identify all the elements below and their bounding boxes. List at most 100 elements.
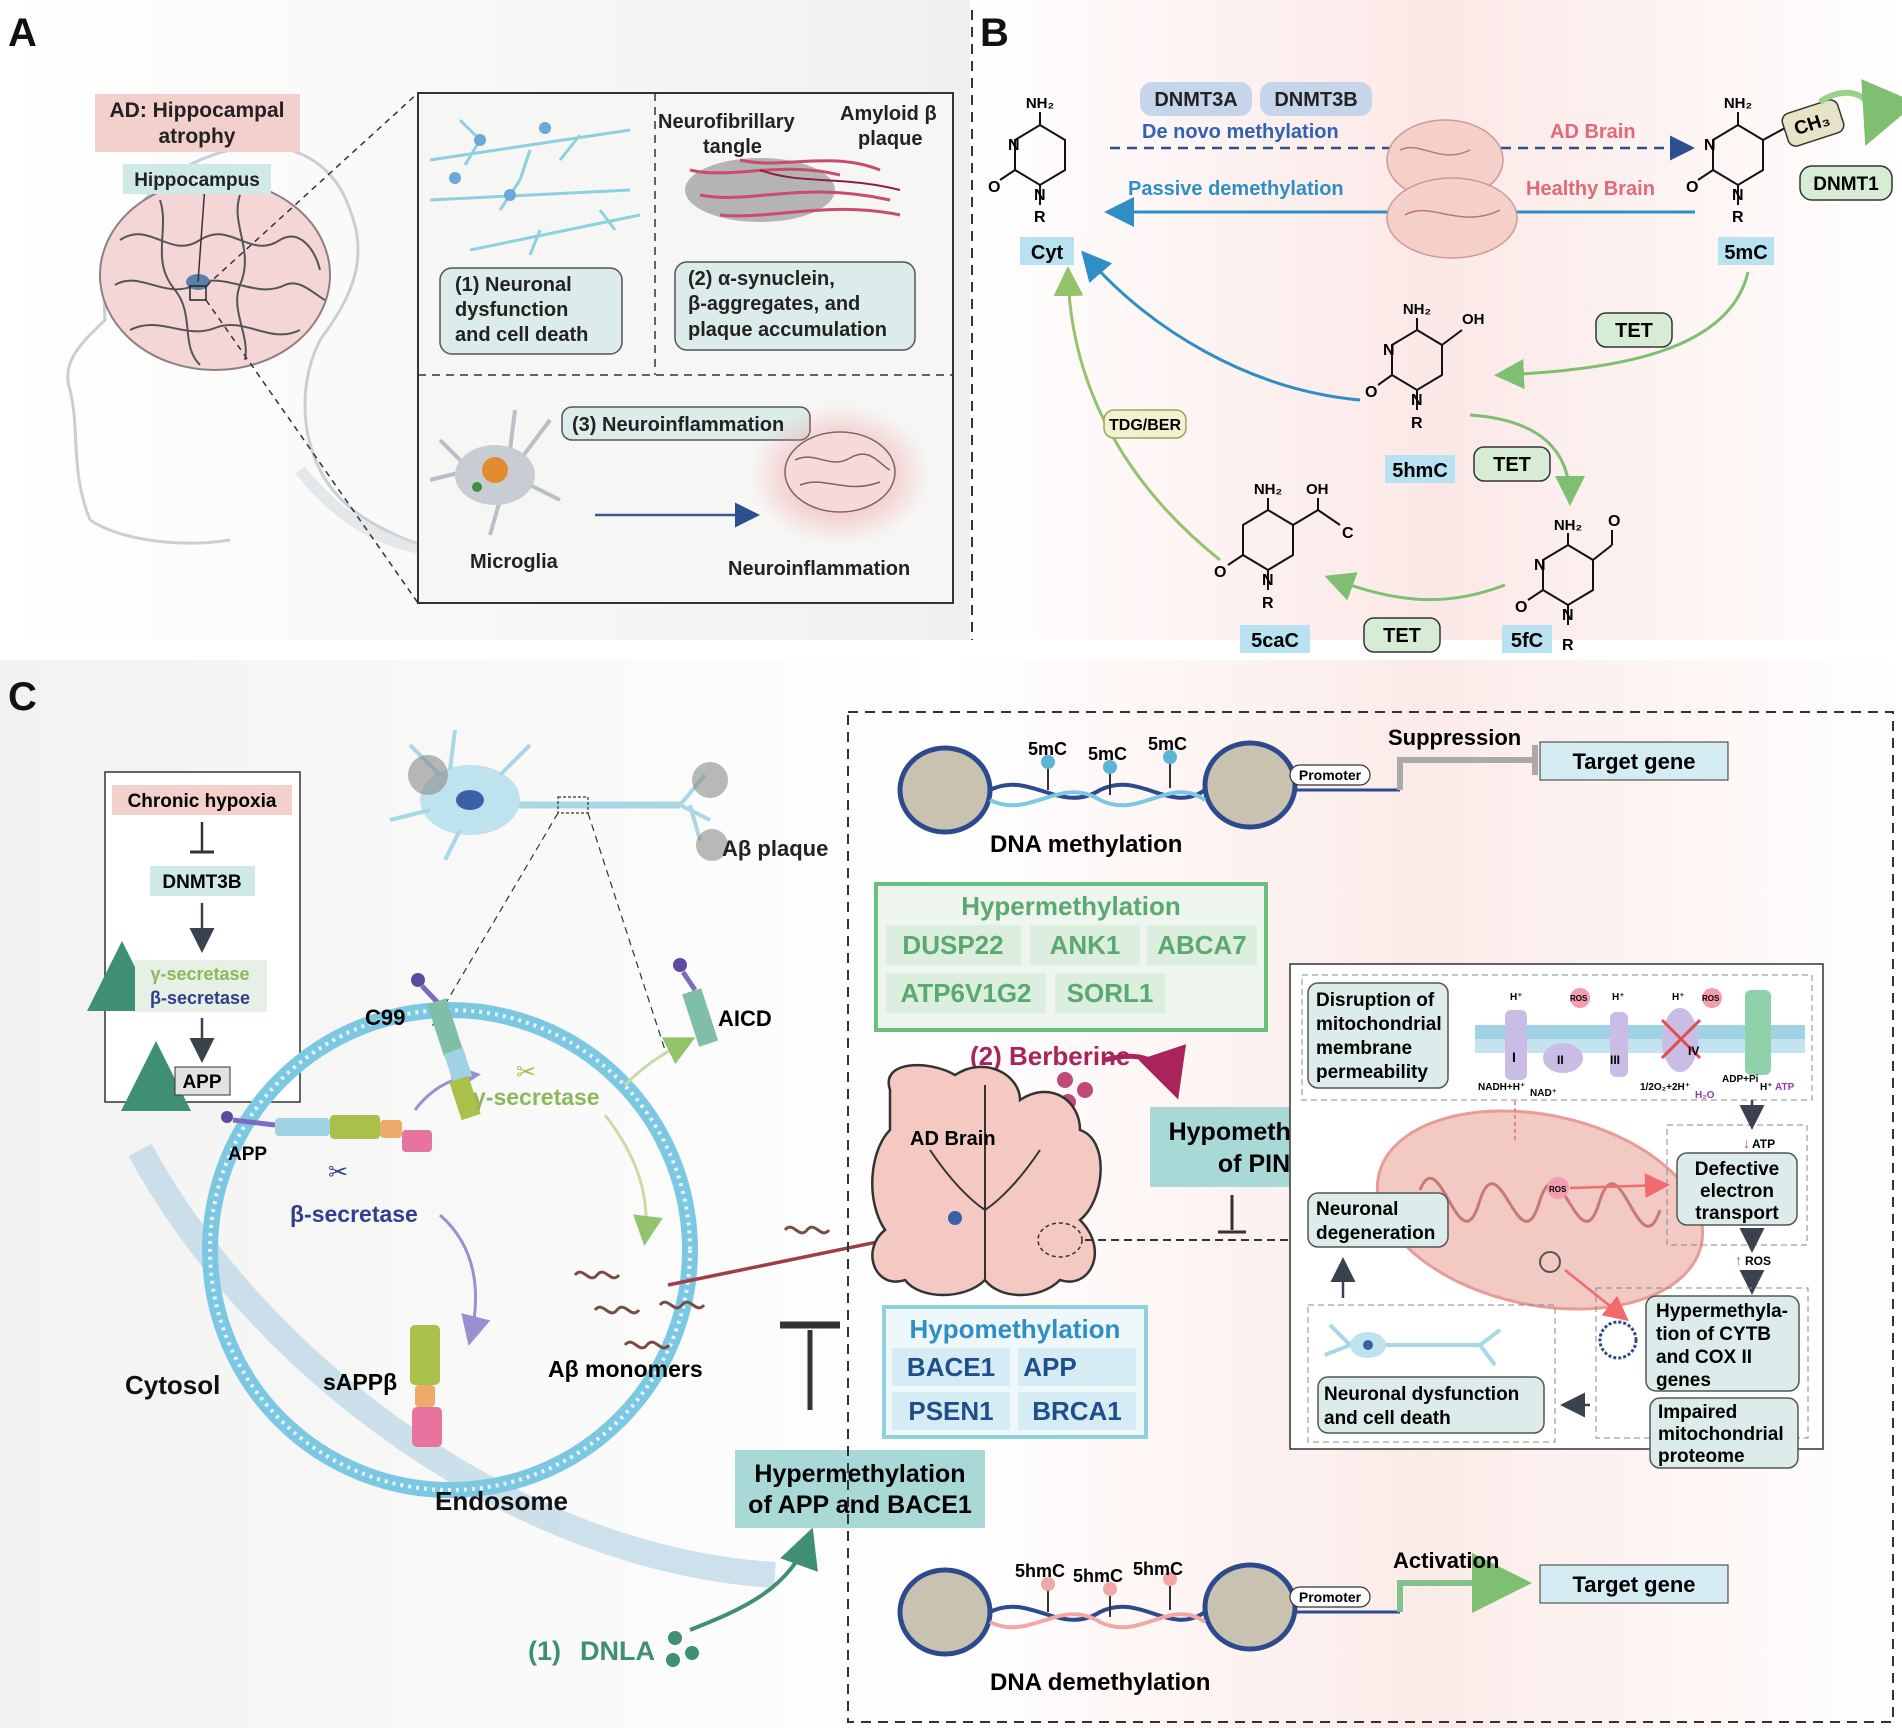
neuron-zoom-line-left	[429, 812, 559, 1031]
hippocampus-label: Hippocampus	[134, 170, 260, 191]
ab-monomers-icon	[573, 1225, 831, 1350]
app-label: APP	[228, 1144, 267, 1165]
brain-illustration	[99, 179, 331, 371]
gamma-to-aicd-arrow	[623, 1037, 696, 1087]
dnla-arrow	[689, 1527, 818, 1632]
de-novo-label: De novo methylation	[1142, 121, 1339, 143]
defective-1: Defective	[1695, 1159, 1780, 1180]
mitochondrion-illustration	[1375, 1109, 1705, 1311]
cytosol-arc	[128, 1143, 776, 1588]
gene-chip-atp6v1g2	[886, 973, 1046, 1013]
tet-badge-2	[1473, 446, 1551, 482]
target-gene-1-label: Target gene	[1572, 749, 1695, 774]
chronic-hypoxia-badge	[112, 785, 292, 815]
dnmt3b-c-badge	[150, 866, 255, 896]
c99-protein	[411, 973, 481, 1121]
impaired-1: Impaired	[1658, 1402, 1737, 1423]
tet-label-3: TET	[1383, 625, 1421, 647]
complex-i: I	[1512, 1049, 1516, 1065]
beta-scissors-icon: ✂	[328, 1159, 348, 1186]
defective-2: electron	[1700, 1181, 1774, 1202]
5fc-label-box	[1502, 625, 1552, 653]
5mc-label-box	[1718, 237, 1774, 265]
complex-ii: II	[1557, 1053, 1564, 1067]
ab-plaque-label: Aβ plaque	[722, 836, 828, 861]
h-plus-3: H⁺	[1672, 992, 1685, 1003]
5fc-label: 5fC	[1511, 630, 1543, 652]
disruption-1: Disruption of	[1316, 990, 1435, 1011]
dna-methylation-label: DNA methylation	[990, 831, 1182, 858]
hippocampus-label-box	[123, 164, 271, 194]
complex-iv: IV	[1688, 1044, 1699, 1058]
head-illustration	[66, 144, 433, 561]
hyper-gene-atp6v1g2: ATP6V1G2	[900, 978, 1031, 1008]
target-gene-1-box	[1539, 741, 1729, 781]
5mc-mark-2: 5mC	[1088, 744, 1127, 764]
h-plus-1: H⁺	[1510, 992, 1523, 1003]
cyt-nh2: NH₂	[1026, 95, 1054, 112]
gamma-scissors-icon: ✂	[516, 1059, 536, 1086]
5hmc-structure	[1377, 318, 1463, 410]
hyper-gene-ank1: ANK1	[1050, 930, 1121, 960]
panel-b-letter: B	[980, 11, 1009, 55]
tet-arrow-1	[1494, 271, 1750, 389]
tet-arrow-2	[1469, 413, 1585, 506]
zoom-line-bottom	[205, 299, 419, 604]
hyper-app-bace1-1: Hypermethylation	[754, 1460, 965, 1488]
amyloid-label-2: plaque	[858, 128, 922, 150]
5hmc-mark-3: 5hmC	[1133, 1559, 1183, 1579]
hypo-gene-bace1: BACE1	[907, 1352, 995, 1382]
5mc-n1: N	[1732, 187, 1744, 204]
5mc-o: O	[1686, 179, 1698, 196]
endosome-label: Endosome	[435, 1486, 568, 1516]
dnmt1-cycle-arrow	[1818, 79, 1902, 147]
hyper-cytb-4: genes	[1656, 1370, 1711, 1391]
5hmc-r: R	[1411, 415, 1423, 432]
disruption-4: permeability	[1316, 1062, 1428, 1083]
cyt-r: R	[1034, 209, 1046, 226]
suppression-label: Suppression	[1388, 725, 1521, 750]
aicd-protein	[673, 958, 719, 1047]
5hmc-nh2: NH₂	[1403, 301, 1431, 318]
beta-to-sappb-arrow	[439, 1213, 491, 1346]
ch3-badge	[1781, 99, 1845, 147]
tet-badge-1	[1595, 312, 1673, 348]
activation-arrow	[1397, 1553, 1532, 1613]
5hmc-mark-1: 5hmC	[1015, 1561, 1065, 1581]
hyper-cytb-2: tion of CYTB	[1656, 1324, 1771, 1345]
cyt-n3: N	[1008, 137, 1020, 154]
hyper-gene-sorl1: SORL1	[1067, 978, 1154, 1008]
secretase-box	[135, 960, 267, 1012]
promoter-1-label: Promoter	[1299, 767, 1362, 783]
neuronal-dysfunction-1: (1) Neuronal	[455, 274, 572, 296]
gamma-to-monomer-arrow	[603, 1114, 663, 1246]
hypermethylation-subbox	[1595, 1287, 1809, 1439]
hypo-gene-app: APP	[1023, 1352, 1076, 1382]
hyper-app-bace1-box	[735, 1450, 985, 1528]
ros-to-defective-arrow	[1569, 1173, 1670, 1199]
dnmt1-label: DNMT1	[1813, 174, 1879, 195]
h-plus-2: H⁺	[1612, 992, 1625, 1003]
nad-label: NAD⁺	[1530, 1088, 1557, 1099]
ros-up-arrow: ↑	[1735, 1252, 1742, 1268]
5cac-label-box	[1240, 625, 1310, 653]
dnla-dots-icon	[666, 1631, 699, 1667]
neuronal-dysfunction-2: dysfunction	[455, 299, 568, 321]
target-gene-2-label: Target gene	[1572, 1572, 1695, 1597]
5mc-n3: N	[1704, 137, 1716, 154]
hyper-gene-abca7: ABCA7	[1157, 930, 1247, 960]
neuronal-degeneration-2: degeneration	[1316, 1223, 1435, 1244]
nadh-label: NADH+H⁺	[1478, 1082, 1525, 1093]
zoom-line-top	[205, 92, 419, 287]
5cac-label: 5caC	[1251, 630, 1299, 652]
neuronal-dysfunction-subbox	[1307, 1304, 1556, 1443]
tdg-ber-label: TDG/BER	[1109, 417, 1181, 434]
neuronal-dysfunction-mito-1: Neuronal dysfunction	[1324, 1384, 1519, 1405]
ros-etc-1: ROS	[1570, 994, 1588, 1003]
hyper-gene-dusp22: DUSP22	[902, 930, 1003, 960]
endosome-membrane-texture	[208, 1008, 692, 1492]
neuroinflammation-box-label: (3) Neuroinflammation	[572, 414, 784, 436]
5mc-structure	[1697, 112, 1786, 205]
neuron-c-illustration	[389, 729, 728, 861]
